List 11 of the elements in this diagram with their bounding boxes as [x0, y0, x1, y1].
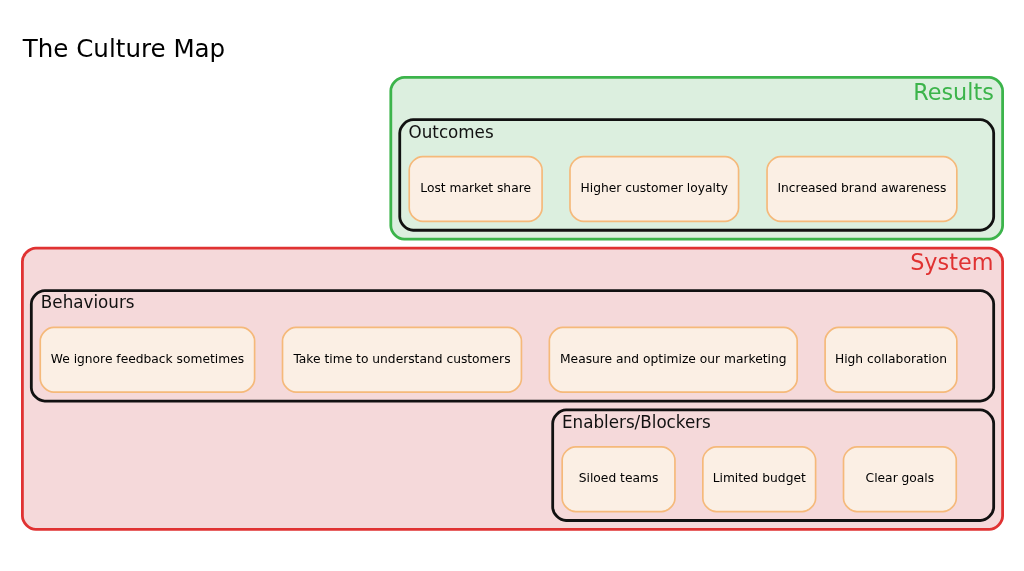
node-box: Measure and optimize our marketing [548, 326, 798, 393]
node-box: Limited budget [701, 446, 816, 513]
diagram-title: The Culture Map [22, 33, 225, 63]
node-box: Siloed teams [560, 446, 676, 513]
node-box: Higher customer loyalty [568, 155, 739, 223]
node-box: Increased brand awareness [765, 155, 958, 223]
node-box: Take time to understand customers [281, 326, 522, 393]
node-box: Lost market share [407, 155, 543, 223]
node-box: We ignore feedback sometimes [38, 326, 255, 393]
node-box: High collaboration [823, 326, 958, 393]
node-box: Clear goals [842, 446, 957, 513]
